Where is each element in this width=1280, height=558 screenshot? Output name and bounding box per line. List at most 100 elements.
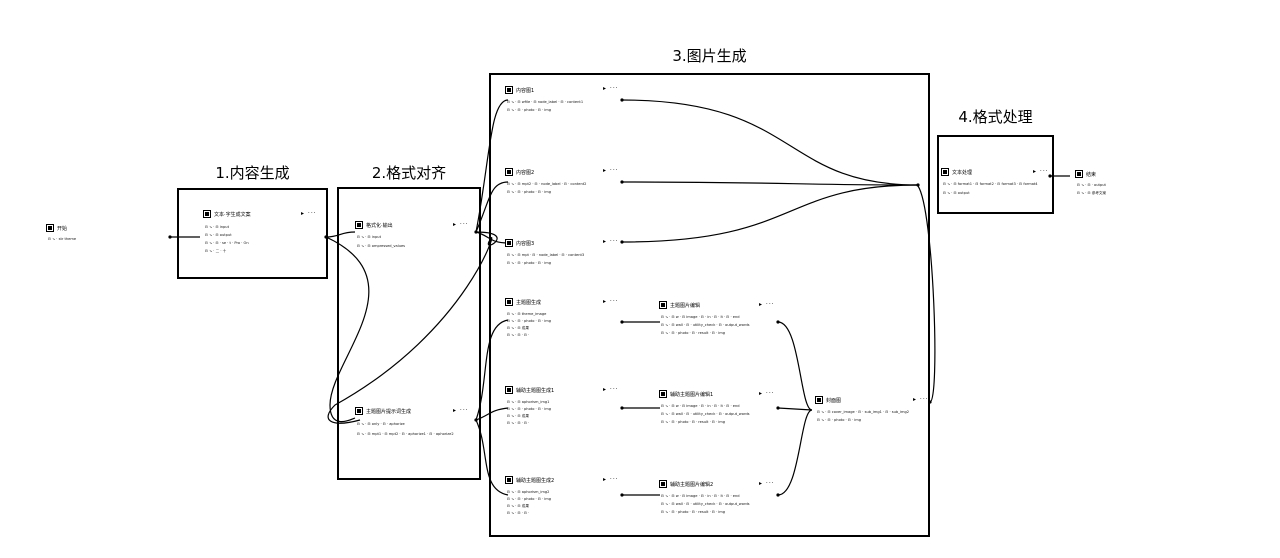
node-start[interactable]: 开始 ⊟ ↘ · str theme: [46, 224, 166, 254]
node-sub1-edit[interactable]: 辅助主题图片编辑1 ▸ ··· ⊟ ↘ · ⊟ w · ⊟ image · ⊟ …: [659, 390, 777, 434]
node-img3-more-icon[interactable]: ▸ ···: [603, 238, 619, 245]
node-format-b-more-icon[interactable]: ▸ ···: [453, 407, 469, 414]
node-sub2-gen[interactable]: 辅助主题图生成2 ▸ ··· ⊟ ↘ · ⊟ aphorism_img2 ⊟ ↘…: [505, 476, 620, 524]
wire-merge-to-assemble: [917, 185, 936, 403]
wire-sub2-edit-to-merge: [777, 409, 813, 496]
wire-prompt-to-sub1: [475, 407, 509, 421]
node-format-a-line-2: ⊟ ↘ · ⊟ ompressed_values: [357, 244, 406, 248]
node-assemble-title: 文本处理: [952, 170, 973, 176]
node-end-title: 结束: [1086, 172, 1097, 178]
node-format-a[interactable]: 格式化·输出 ▸ ··· ⊟ ↘ · ⊟ input ⊟ ↘ · ⊟ ompre…: [355, 221, 473, 261]
node-sub2-gen-more-icon[interactable]: ▸ ···: [603, 476, 619, 483]
node-format-b[interactable]: 主题图片提示词生成 ▸ ··· ⊟ ↘ · ⊟ only · ⊟ · aphor…: [355, 407, 475, 452]
node-sub2-edit-icon: [659, 480, 667, 488]
node-sub1-gen-line-3: ⊟ ↘ · ⊟ 成果: [507, 414, 529, 418]
node-img1[interactable]: 内容图1 ▸ ··· ⊟ ↘ · ⊟ wfile · ⊟ node_label …: [505, 85, 620, 120]
node-cover-edit-line-3: ⊟ ↘ · ⊟ · photo · ⊟ · result · ⊟ · img: [661, 331, 726, 335]
wire-img3-to-assemble: [621, 184, 919, 243]
node-img3-icon: [505, 239, 513, 247]
node-format-a-more-icon[interactable]: ▸ ···: [453, 221, 469, 228]
node-start-icon: [46, 224, 54, 232]
node-text-gen-more-icon[interactable]: ▸ ···: [301, 210, 317, 217]
node-sub1-gen-icon: [505, 386, 513, 394]
wire-format-to-prompt: [325, 236, 370, 423]
group-image-title: 3.图片生成: [672, 47, 747, 65]
node-cover-edit-icon: [659, 301, 667, 309]
node-sub1-gen-line-2: ⊟ ↘ · ⊟ · photo · ⊟ · img: [507, 407, 552, 411]
node-sub2-edit-title: 辅助主题图片编辑2: [670, 482, 714, 488]
node-cover-gen-line-2: ⊟ ↘ · ⊟ · photo · ⊟ · img: [507, 319, 552, 323]
wire-cover-edit-to-merge: [777, 321, 813, 411]
node-sub2-edit-line-1: ⊟ ↘ · ⊟ w · ⊟ image · ⊟ · in · ⊟ · lt · …: [661, 494, 740, 498]
node-format-a-line-1: ⊟ ↘ · ⊟ input: [357, 235, 381, 239]
group-format-title: 2.格式对齐: [371, 164, 447, 182]
node-assemble-icon: [941, 168, 949, 176]
node-cover-gen-icon: [505, 298, 513, 306]
node-assemble[interactable]: 文本处理 ▸ ··· ⊟ ↘ · ⊟ format1 · ⊟ format2 ·…: [941, 168, 1051, 204]
node-cover-gen-more-icon[interactable]: ▸ ···: [603, 298, 619, 305]
node-end[interactable]: 结束 ⊟ ↘ · ⊟ · output ⊟ ↘ · ⊟ 参考文案: [1075, 170, 1155, 202]
node-sub1-edit-line-1: ⊟ ↘ · ⊟ w · ⊟ image · ⊟ · in · ⊟ · lt · …: [661, 404, 740, 408]
node-start-line-1: ⊟ ↘ · str theme: [48, 237, 77, 241]
node-end-line-1: ⊟ ↘ · ⊟ · output: [1077, 183, 1106, 187]
node-merge-more-icon[interactable]: ▸ ···: [913, 396, 929, 403]
group-format-frame: [337, 187, 481, 480]
node-sub1-gen[interactable]: 辅助主题图生成1 ▸ ··· ⊟ ↘ · ⊟ aphorism_img1 ⊟ ↘…: [505, 386, 620, 434]
node-img1-line-2: ⊟ ↘ · ⊟ · photo · ⊟ · img: [507, 108, 552, 112]
node-merge-line-2: ⊟ ↘ · ⊟ · photo · ⊟ · img: [817, 418, 862, 422]
node-text-gen-line-3: ⊟ ↘ · ⊟ · se · t · Pro · On: [205, 241, 249, 245]
node-format-b-title: 主题图片提示词生成: [366, 409, 412, 415]
wire-format-out-a: [327, 231, 498, 424]
node-text-gen-line-2: ⊟ ↘ · ⊟ output: [205, 233, 232, 237]
node-sub2-edit-more-icon[interactable]: ▸ ···: [759, 480, 775, 487]
node-assemble-more-icon[interactable]: ▸ ···: [1033, 168, 1049, 175]
wire-img2-to-assemble: [621, 181, 919, 186]
node-text-gen-icon: [203, 210, 211, 218]
node-cover-gen[interactable]: 主题图生成 ▸ ··· ⊟ ↘ · ⊟ theme_image ⊟ ↘ · ⊟ …: [505, 298, 620, 346]
node-sub2-gen-line-3: ⊟ ↘ · ⊟ 成果: [507, 504, 529, 508]
node-img2-line-2: ⊟ ↘ · ⊟ · photo · ⊟ · img: [507, 190, 552, 194]
node-sub2-edit[interactable]: 辅助主题图片编辑2 ▸ ··· ⊟ ↘ · ⊟ w · ⊟ image · ⊟ …: [659, 480, 777, 524]
node-img2-icon: [505, 168, 513, 176]
node-img2-more-icon[interactable]: ▸ ···: [603, 167, 619, 174]
node-cover-gen-title: 主题图生成: [516, 300, 542, 306]
group-content-title: 1.内容生成: [215, 164, 290, 182]
node-sub1-edit-more-icon[interactable]: ▸ ···: [759, 390, 775, 397]
node-img3[interactable]: 内容图3 ▸ ··· ⊟ ↘ · ⊟ mpt · ⊟ · node_label …: [505, 238, 620, 273]
node-img1-title: 内容图1: [516, 88, 535, 94]
group-process-frame: [937, 135, 1054, 214]
node-cover-edit[interactable]: 主题图片编辑 ▸ ··· ⊟ ↘ · ⊟ w · ⊟ image · ⊟ · i…: [659, 301, 777, 345]
node-img2-line-1: ⊟ ↘ · ⊟ mpt2 · ⊟ · node_label · ⊟ · cont…: [507, 182, 587, 186]
node-text-gen-line-1: ⊟ ↘ · ⊟ input: [205, 225, 229, 229]
node-img2[interactable]: 内容图2 ▸ ··· ⊟ ↘ · ⊟ mpt2 · ⊟ · node_label…: [505, 167, 620, 202]
node-merge[interactable]: 封面图 ▸ ··· ⊟ ↘ · ⊟ cover_image · ⊟ · sub_…: [815, 396, 930, 430]
wire-prompt-to-cover: [475, 319, 509, 421]
node-sub2-gen-line-2: ⊟ ↘ · ⊟ · photo · ⊟ · img: [507, 497, 552, 501]
node-cover-edit-line-2: ⊟ ↘ · ⊟ wall · ⊟ · utility_check · ⊟ · o…: [661, 323, 750, 327]
node-sub2-gen-line-1: ⊟ ↘ · ⊟ aphorism_img2: [507, 490, 550, 494]
node-img2-title: 内容图2: [516, 170, 535, 176]
node-start-title: 开始: [57, 226, 68, 232]
node-merge-title: 封面图: [826, 398, 842, 404]
wire-format-to-img1: [475, 99, 509, 233]
group-image-frame: [489, 73, 930, 537]
node-sub1-edit-line-3: ⊟ ↘ · ⊟ · photo · ⊟ · result · ⊟ · img: [661, 420, 726, 424]
node-img1-more-icon[interactable]: ▸ ···: [603, 85, 619, 92]
node-merge-line-1: ⊟ ↘ · ⊟ cover_image · ⊟ · sub_img1 · ⊟ ·…: [817, 410, 910, 414]
node-sub2-gen-icon: [505, 476, 513, 484]
node-cover-edit-more-icon[interactable]: ▸ ···: [759, 301, 775, 308]
node-cover-edit-line-1: ⊟ ↘ · ⊟ w · ⊟ image · ⊟ · in · ⊟ · lt · …: [661, 315, 740, 319]
node-format-a-icon: [355, 221, 363, 229]
node-assemble-line-1: ⊟ ↘ · ⊟ format1 · ⊟ format2 · ⊟ format3 …: [943, 182, 1038, 186]
node-sub1-gen-more-icon[interactable]: ▸ ···: [603, 386, 619, 393]
node-merge-icon: [815, 396, 823, 404]
node-format-b-line-2: ⊟ ↘ · ⊟ mpt1 · ⊟ mpt2 · ⊟ · aphorize1 · …: [357, 432, 454, 436]
node-text-gen[interactable]: 文本·字生成文案 ▸ ··· ⊟ ↘ · ⊟ input ⊟ ↘ · ⊟ out…: [203, 210, 323, 270]
wire-img1-to-assemble: [621, 99, 919, 186]
node-assemble-line-2: ⊟ ↘ · ⊟ output: [943, 191, 970, 195]
group-content-frame: [177, 188, 328, 279]
wire-prompt-to-sub2: [475, 419, 509, 496]
node-format-b-line-1: ⊟ ↘ · ⊟ only · ⊟ · aphorize: [357, 422, 405, 426]
node-end-line-2: ⊟ ↘ · ⊟ 参考文案: [1077, 191, 1107, 195]
